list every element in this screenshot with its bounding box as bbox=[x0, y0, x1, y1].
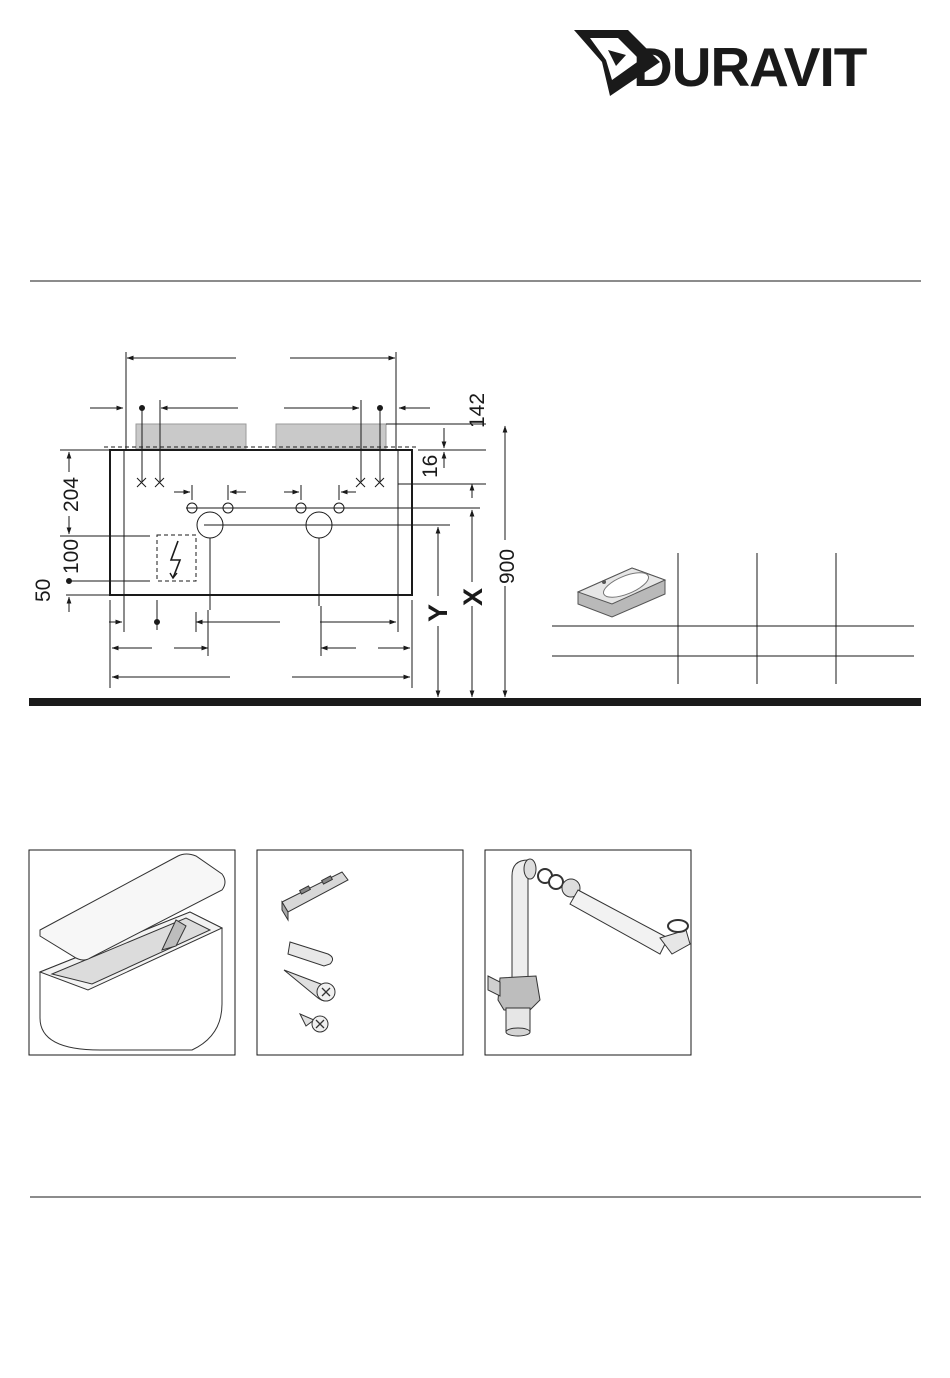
duravit-logo: DURAVIT bbox=[574, 30, 867, 98]
dimension-table bbox=[552, 553, 914, 684]
dim-100: 100 bbox=[60, 539, 83, 574]
dim-900: 900 bbox=[496, 549, 519, 584]
washbasin-icon bbox=[578, 568, 665, 617]
bracket-screws-icon bbox=[282, 872, 348, 1032]
fixing-points bbox=[137, 478, 384, 487]
vanity-unit-icon bbox=[40, 854, 225, 1050]
technical-drawing bbox=[60, 352, 505, 697]
floor-line bbox=[29, 698, 921, 706]
dim-50: 50 bbox=[32, 579, 55, 602]
dim-16: 16 bbox=[419, 455, 442, 478]
siphon-icon bbox=[488, 859, 690, 1036]
dim-204: 204 bbox=[60, 477, 83, 512]
lightning-bolt-icon bbox=[171, 541, 180, 578]
basin-slab-left bbox=[136, 424, 246, 449]
basin-slab-right bbox=[276, 424, 386, 449]
dim-142: 142 bbox=[466, 393, 489, 428]
dim-label-x: X bbox=[458, 588, 488, 606]
brand-wordmark: DURAVIT bbox=[633, 36, 867, 98]
cabinet-outline bbox=[110, 450, 412, 595]
dim-label-y: Y bbox=[423, 604, 453, 622]
